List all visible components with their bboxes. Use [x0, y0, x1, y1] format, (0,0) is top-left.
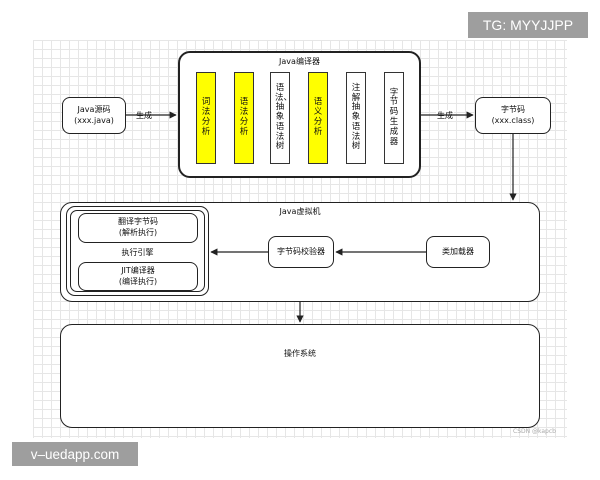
bytecode-verifier-node: 字节码校验器 — [268, 236, 334, 268]
generate-label-right: 生成 — [436, 110, 454, 121]
jvm-title: Java虚拟机 — [279, 207, 321, 216]
jit-compiler-node: JIT编译器(编译执行) — [78, 262, 198, 291]
compiler-phase-label: 语法分析 — [239, 97, 249, 137]
java-compiler-title: Java编译器 — [279, 57, 320, 66]
compiler-phase-label: 词法分析 — [201, 97, 211, 137]
watermark-top: TG: MYYJJPP — [468, 12, 588, 38]
credit-label: CSDN @kapcb — [513, 428, 556, 435]
compiler-phase-label: 语法、抽象语法树 — [275, 82, 293, 152]
compiler-phase-5: 注解抽象语法树 — [346, 72, 366, 164]
interpret-bytecode-node: 翻译字节码(解析执行) — [78, 213, 198, 243]
compiler-phase-label: 字节码生成器 — [389, 87, 399, 147]
bytecode-node: 字节码(xxx.class) — [475, 97, 551, 134]
compiler-phase-6: 字节码生成器 — [384, 72, 404, 164]
class-loader-node: 类加载器 — [426, 236, 490, 268]
compiler-phase-1: 词法分析 — [196, 72, 216, 164]
java-source-node: Java源码(xxx.java) — [62, 97, 126, 134]
compiler-phase-2: 语法分析 — [234, 72, 254, 164]
compiler-phase-label: 语义分析 — [313, 97, 323, 137]
watermark-bottom: v–uedapp.com — [12, 442, 138, 466]
compiler-phase-4: 语义分析 — [308, 72, 328, 164]
generate-label-left: 生成 — [135, 110, 153, 121]
operating-system-title: 操作系统 — [284, 349, 316, 358]
execution-engine-title: 执行引擎 — [121, 248, 154, 257]
java-compiler-container — [178, 51, 421, 178]
operating-system-container: 操作系统 — [60, 324, 540, 428]
compiler-phase-label: 注解抽象语法树 — [351, 82, 361, 152]
compiler-phase-3: 语法、抽象语法树 — [270, 72, 293, 164]
